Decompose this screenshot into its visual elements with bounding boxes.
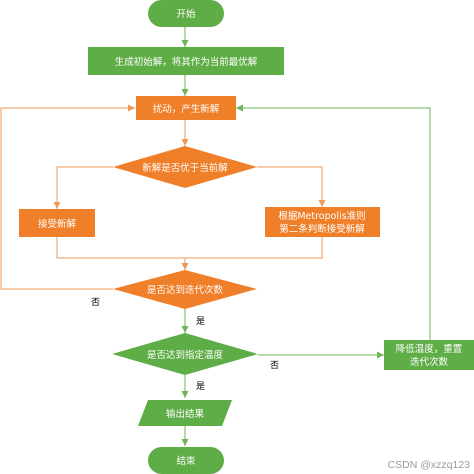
output-node: 输出结果 — [138, 400, 232, 426]
end-terminator — [148, 447, 224, 474]
init-node: 生成初始解，将其作为当前最优解 — [88, 47, 284, 75]
metropolis-node: 根据Metropolis准则 第二条判断接受新解 — [265, 207, 380, 237]
temp-no-label: 否 — [270, 360, 279, 371]
edge-better-to-accept — [53, 166, 113, 209]
output-parallelogram — [138, 400, 232, 426]
init-process-box — [88, 47, 284, 75]
metropolis-process-box — [265, 207, 380, 237]
init-label: 生成初始解，将其作为当前最优解 — [115, 56, 258, 68]
iter-decision-diamond — [113, 270, 257, 309]
perturb-node: 扰动，产生新解 — [136, 96, 236, 120]
edge-iter-no-loop — [0, 104, 135, 290]
accept-node: 接受新解 — [19, 209, 95, 237]
edge-metropolis-to-iter — [185, 237, 323, 259]
watermark: CSDN @xzzq123 — [388, 459, 471, 471]
accept-label: 接受新解 — [38, 218, 77, 230]
accept-process-box — [19, 209, 95, 237]
cool-process-box — [384, 340, 474, 370]
perturb-label: 扰动，产生新解 — [153, 103, 220, 115]
metropolis-label-line-1: 根据Metropolis准则 — [278, 210, 365, 222]
iter-decision-node: 是否达到迭代次数 — [113, 270, 257, 309]
temp-yes-label: 是 — [196, 381, 205, 392]
end-label: 结束 — [176, 455, 196, 467]
cool-label-line-2: 迭代次数 — [410, 356, 449, 368]
iter-yes-label: 是 — [196, 316, 205, 327]
better-decision-node: 新解是否优于当前解 — [113, 146, 257, 188]
edge-cool-to-perturb — [236, 104, 431, 340]
metropolis-label-line-2: 第二条判断接受新解 — [279, 223, 365, 235]
start-terminator — [148, 0, 224, 27]
cool-label-line-1: 降低温度，重置 — [396, 343, 463, 355]
start-label: 开始 — [176, 8, 196, 20]
start-node: 开始 — [148, 0, 224, 27]
perturb-process-box — [136, 96, 236, 120]
temp-label: 是否达到指定温度 — [147, 349, 224, 361]
better-label: 新解是否优于当前解 — [142, 162, 228, 174]
connectors — [0, 27, 431, 446]
temp-decision-diamond — [112, 333, 258, 375]
output-label: 输出结果 — [166, 408, 205, 420]
temp-decision-node: 是否达到指定温度 — [112, 333, 258, 375]
iter-label: 是否达到迭代次数 — [147, 284, 224, 296]
end-node: 结束 — [148, 447, 224, 474]
edge-accept-to-iter — [56, 237, 189, 270]
better-decision-diamond — [113, 146, 257, 188]
edge-better-to-metropolis — [257, 166, 326, 207]
iter-no-label: 否 — [91, 297, 100, 308]
cool-node: 降低温度，重置 迭代次数 — [384, 340, 474, 370]
